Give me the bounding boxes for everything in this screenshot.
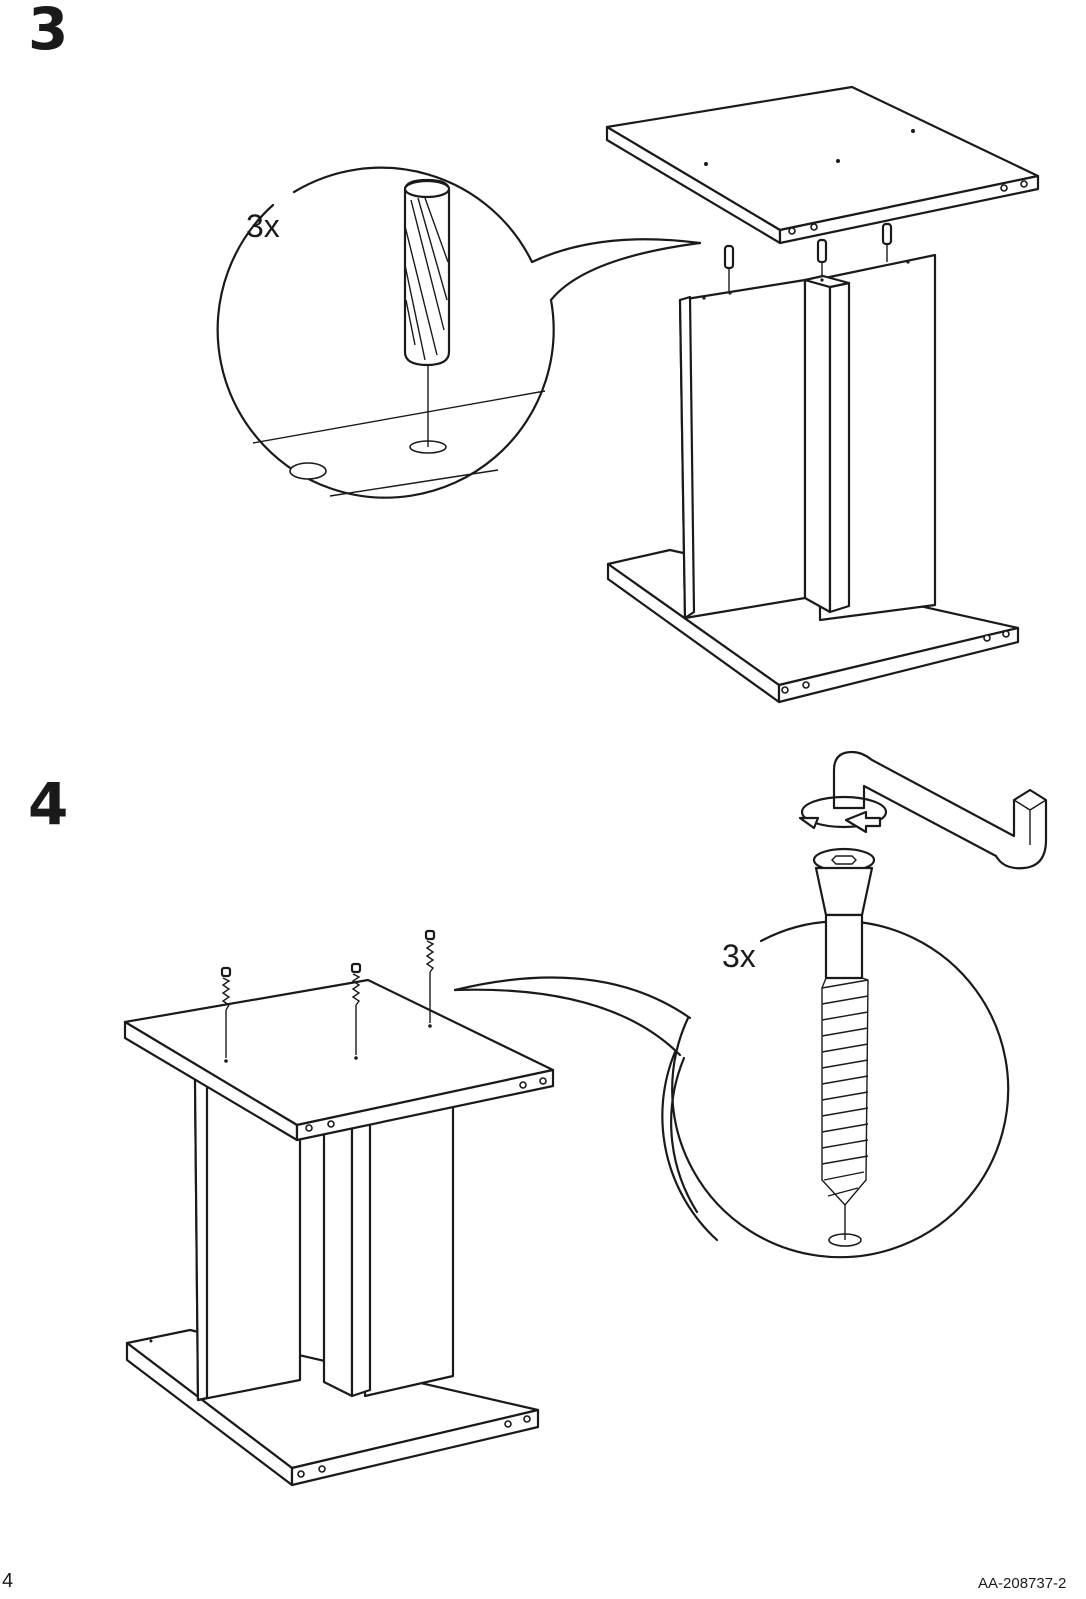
- step-3-frame: [608, 255, 1018, 702]
- wooden-dowel-icon: [405, 180, 449, 365]
- step-3-top-panel: [607, 87, 1038, 243]
- page-number: 4: [2, 1570, 13, 1593]
- step-4-frame: [125, 980, 553, 1485]
- document-code: AA-208737-2: [978, 1575, 1066, 1592]
- screw-icon: [814, 849, 874, 1205]
- step-3-detail-circle: [218, 168, 700, 498]
- allen-key-icon: [834, 752, 1046, 868]
